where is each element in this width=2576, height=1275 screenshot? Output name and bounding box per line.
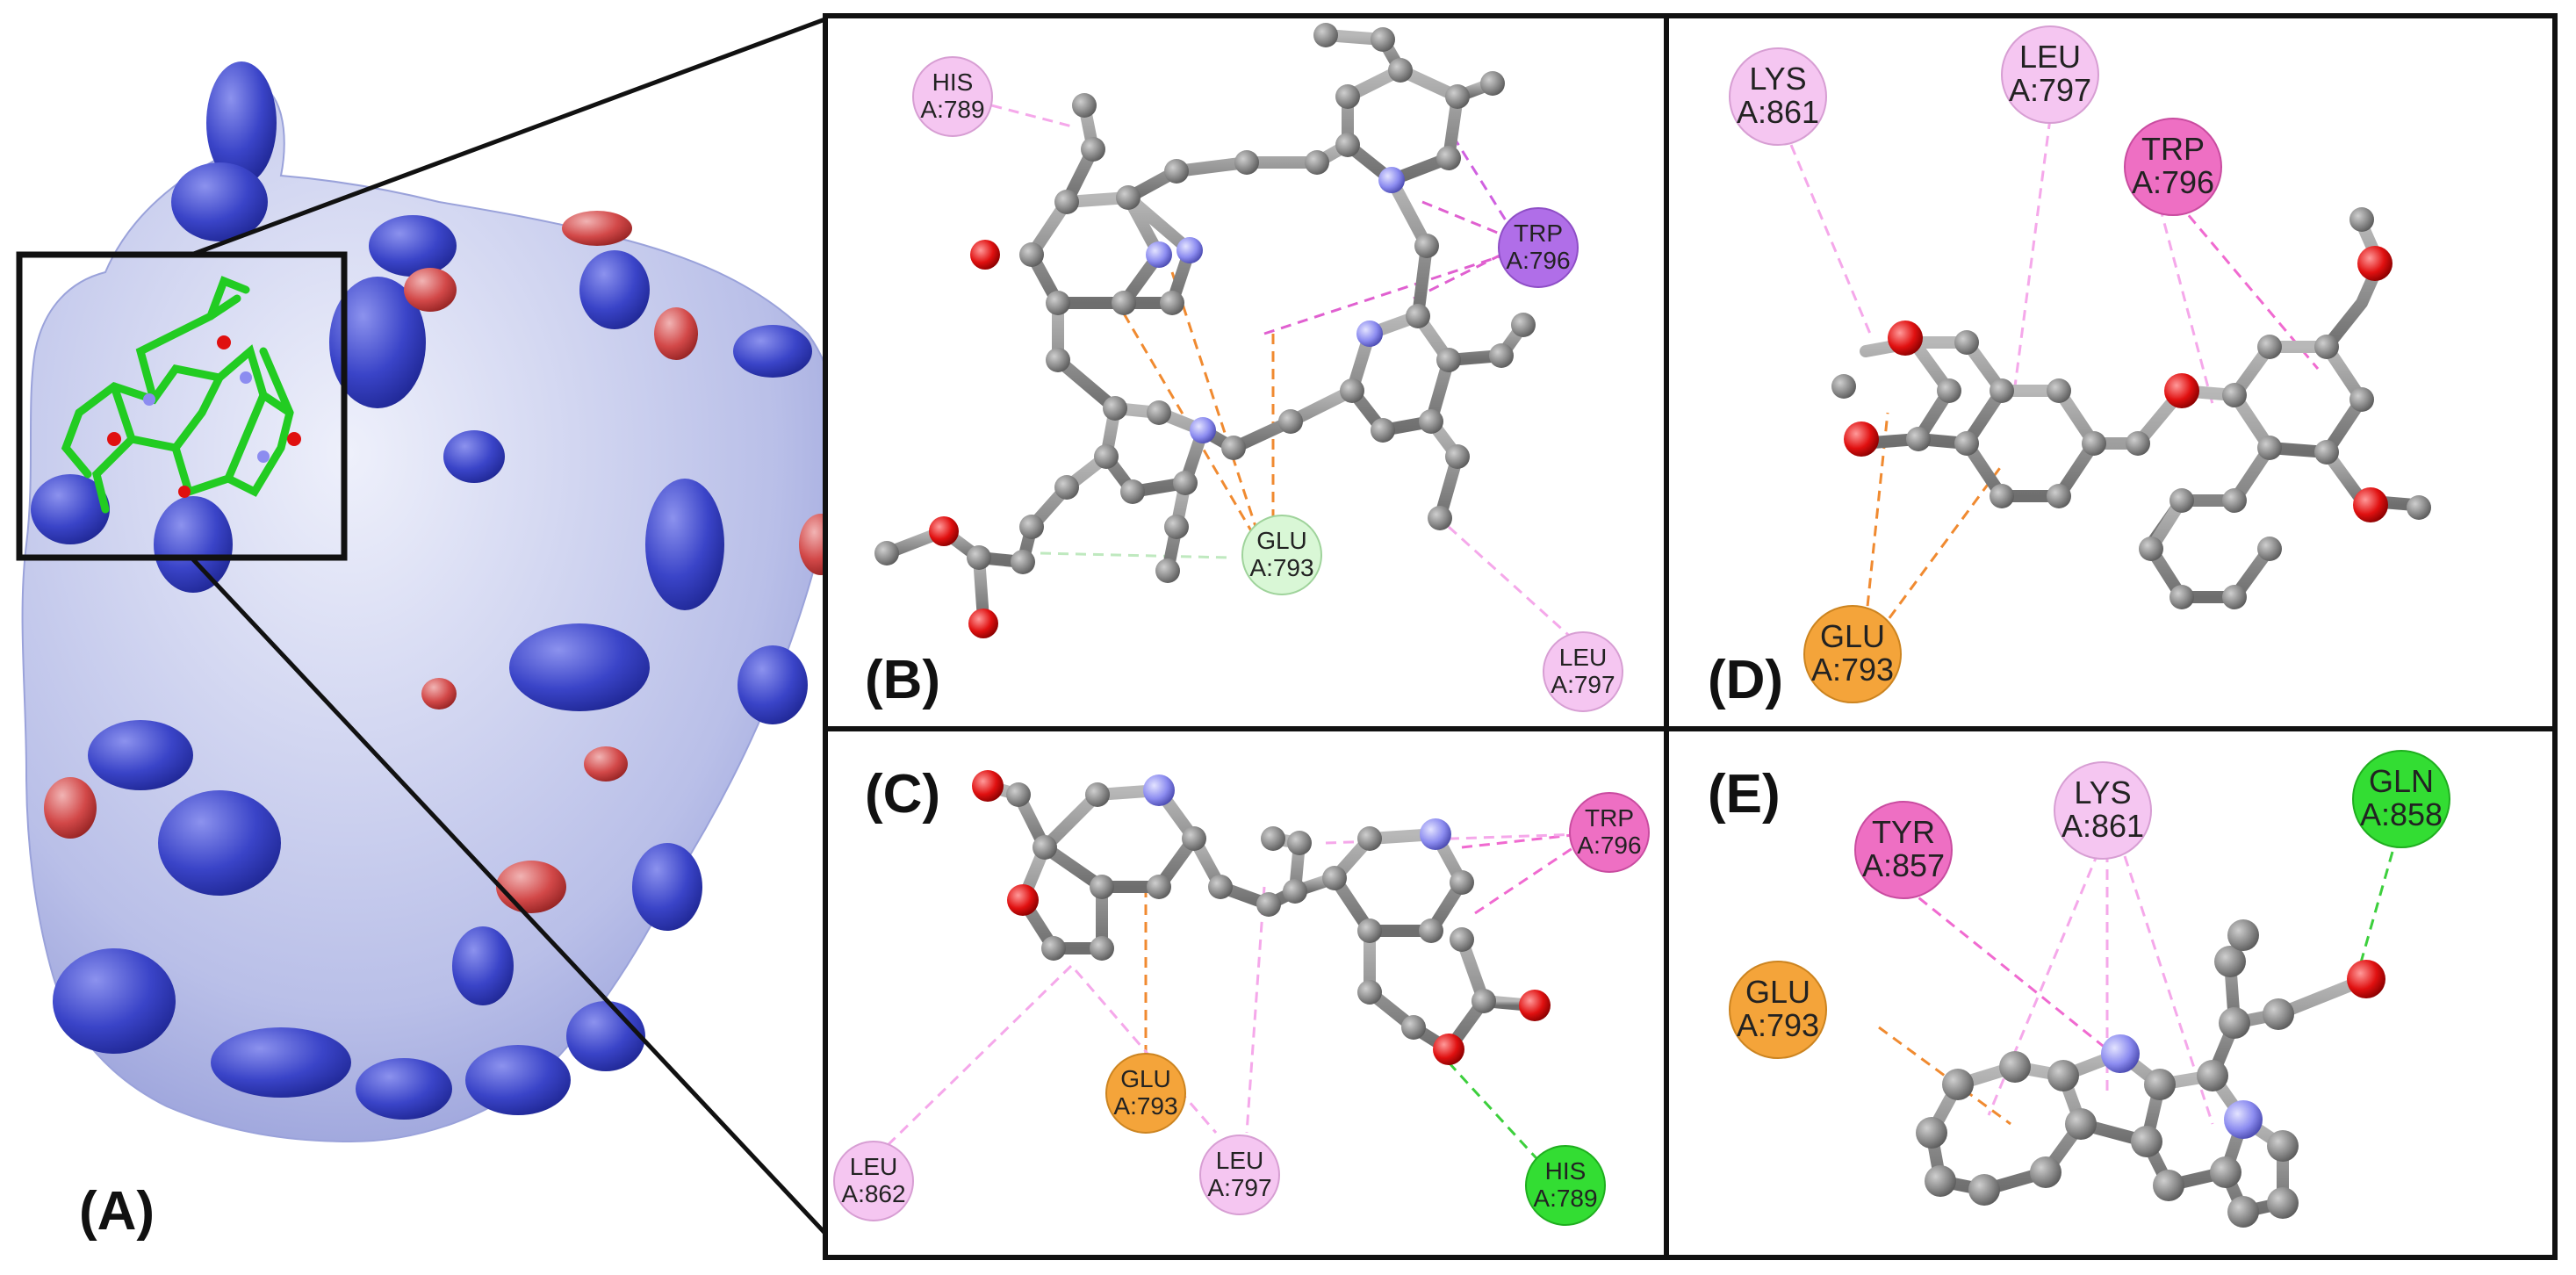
- zoom-line-top: [191, 15, 831, 257]
- residue-glu-793-e: GLU A:793: [1729, 961, 1827, 1059]
- residue-trp-796-c: TRP A:796: [1569, 792, 1650, 873]
- svg-text:TRP: TRP: [2141, 131, 2205, 167]
- panel-d-label: (D): [1708, 650, 1783, 710]
- zoom-box: [16, 251, 348, 561]
- residue-gln-858: GLN A:858: [2352, 750, 2450, 848]
- svg-text:LEU: LEU: [2019, 39, 2081, 75]
- svg-text:GLU: GLU: [1120, 1065, 1171, 1092]
- zoom-line-bottom: [190, 556, 831, 1240]
- panel-d-interaction-diagram: LYS A:861 LEU A:797 TRP A:796 GLU A:793 …: [1708, 25, 2431, 710]
- residue-lys-861-e: LYS A:861: [2054, 761, 2152, 860]
- residue-leu-797-d: LEU A:797: [2001, 25, 2099, 124]
- svg-text:LYS: LYS: [1749, 61, 1806, 97]
- svg-text:A:796: A:796: [2132, 164, 2214, 200]
- svg-text:LEU: LEU: [850, 1153, 897, 1180]
- svg-text:A:796: A:796: [1506, 247, 1570, 274]
- svg-text:A:789: A:789: [1533, 1185, 1597, 1212]
- svg-text:LEU: LEU: [1216, 1147, 1263, 1174]
- svg-text:A:793: A:793: [1249, 554, 1313, 581]
- residue-lys-861: LYS A:861: [1729, 47, 1827, 146]
- panel-a-protein-surface: (A): [16, 15, 843, 1242]
- residue-glu-793-d: GLU A:793: [1803, 605, 1902, 703]
- svg-text:A:789: A:789: [920, 96, 984, 123]
- svg-text:A:862: A:862: [841, 1180, 905, 1207]
- svg-text:A:797: A:797: [2009, 72, 2091, 108]
- residue-glu-793-c: GLU A:793: [1105, 1053, 1186, 1134]
- svg-text:A:861: A:861: [1737, 94, 1819, 130]
- svg-text:A:797: A:797: [1207, 1174, 1271, 1201]
- svg-text:A:793: A:793: [1737, 1007, 1819, 1043]
- svg-text:A:857: A:857: [1862, 847, 1945, 883]
- panel-c-interactions: [881, 832, 1581, 1170]
- residue-his-789: HIS A:789: [912, 56, 993, 137]
- panel-b-atoms: [874, 23, 1536, 638]
- svg-text:LEU: LEU: [1559, 644, 1607, 671]
- panel-c-interaction-diagram: TRP A:796 GLU A:793 LEU A:862 LEU A:797 …: [833, 764, 1650, 1226]
- panel-e-atoms: [1916, 919, 2385, 1228]
- residue-leu-797: LEU A:797: [1543, 631, 1623, 712]
- residue-leu-862-c: LEU A:862: [833, 1141, 914, 1221]
- svg-text:LYS: LYS: [2074, 774, 2131, 810]
- panel-e-label: (E): [1708, 764, 1781, 825]
- ligand-atoms: [107, 335, 301, 498]
- panel-a-label: (A): [79, 1181, 155, 1242]
- svg-text:GLU: GLU: [1820, 618, 1885, 654]
- svg-text:A:793: A:793: [1113, 1092, 1177, 1120]
- panel-d-atoms: [1831, 207, 2431, 609]
- residue-leu-797-c: LEU A:797: [1199, 1135, 1280, 1215]
- bound-ligand: [61, 276, 294, 514]
- residue-trp-796-d: TRP A:796: [2124, 118, 2222, 216]
- svg-text:A:793: A:793: [1811, 652, 1894, 688]
- svg-text:HIS: HIS: [932, 68, 974, 96]
- residue-his-789-c: HIS A:789: [1525, 1145, 1606, 1226]
- residue-tyr-857: TYR A:857: [1854, 801, 1953, 899]
- panel-e-interaction-diagram: TYR A:857 LYS A:861 GLN A:858 GLU A:793 …: [1708, 750, 2450, 1228]
- residue-glu-793: GLU A:793: [1241, 515, 1322, 595]
- svg-text:GLU: GLU: [1745, 974, 1810, 1010]
- svg-text:TYR: TYR: [1872, 814, 1935, 850]
- panel-d-frame: [1664, 13, 2558, 731]
- svg-text:GLU: GLU: [1256, 527, 1307, 554]
- svg-text:A:861: A:861: [2062, 808, 2144, 844]
- svg-text:A:858: A:858: [2360, 796, 2443, 832]
- svg-text:TRP: TRP: [1514, 220, 1563, 247]
- protein-surface: [21, 61, 843, 1143]
- panel-c-label: (C): [865, 764, 940, 825]
- panel-b-interaction-diagram: HIS A:789 TRP A:796 GLU A:793 LEU A:797 …: [865, 23, 1623, 712]
- panel-c-atoms: [972, 770, 1551, 1065]
- svg-text:A:796: A:796: [1577, 832, 1641, 859]
- svg-text:HIS: HIS: [1545, 1157, 1587, 1185]
- svg-text:GLN: GLN: [2369, 763, 2434, 799]
- svg-text:TRP: TRP: [1585, 804, 1634, 832]
- residue-trp-796: TRP A:796: [1498, 207, 1579, 288]
- panel-b-label: (B): [865, 650, 940, 710]
- svg-text:A:797: A:797: [1551, 671, 1615, 698]
